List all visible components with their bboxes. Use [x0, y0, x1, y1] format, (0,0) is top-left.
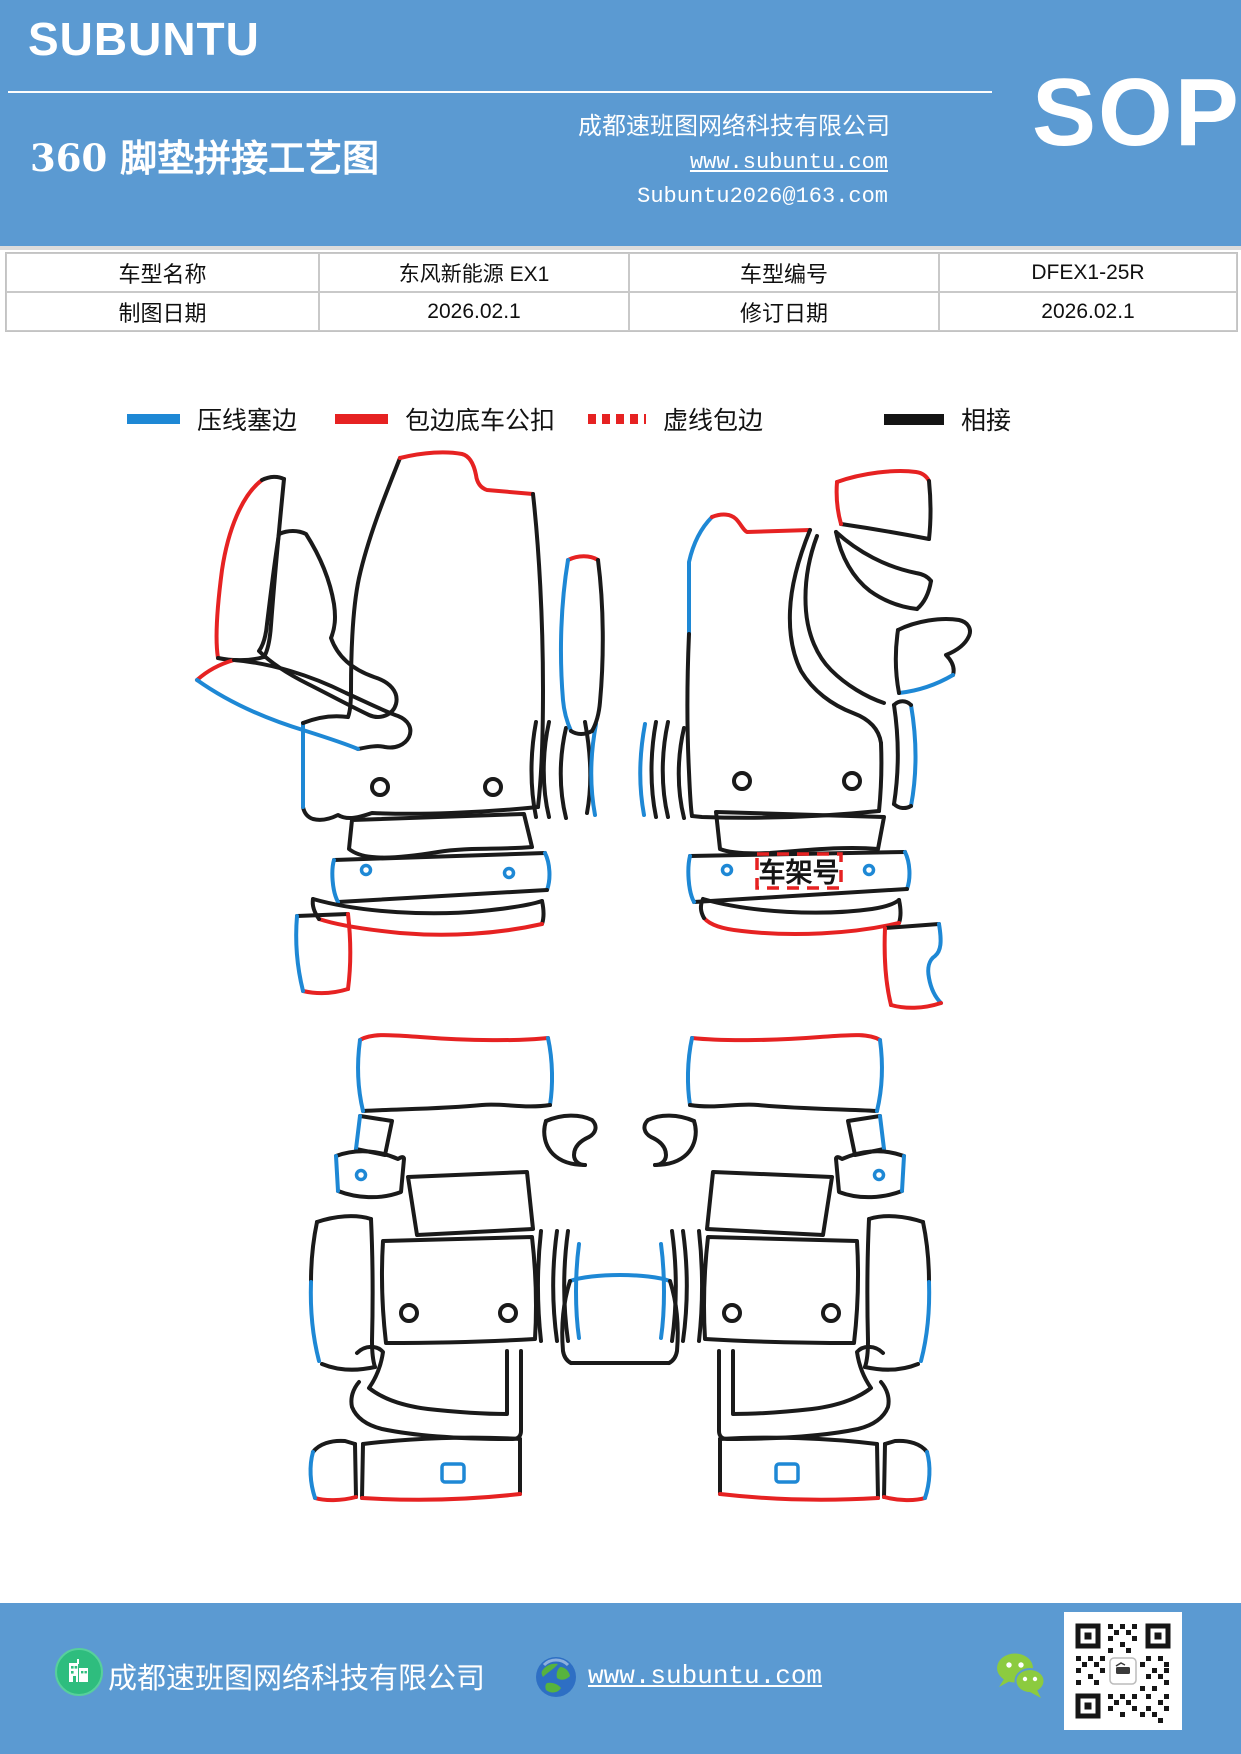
legend-item-red: 包边底车公扣 — [335, 398, 555, 440]
globe-icon — [536, 1657, 576, 1697]
draw-date-value: 2026.02.1 — [319, 292, 629, 331]
front-mat-left-set — [195, 450, 605, 996]
qr-code — [1064, 1612, 1182, 1730]
red-line-swatch — [335, 414, 388, 424]
legend-item-dotted: 虚线包边 — [588, 398, 763, 440]
blue-line-swatch — [127, 414, 180, 424]
red-dotted-swatch — [588, 414, 646, 424]
revise-date-label: 修订日期 — [629, 292, 939, 331]
front-mat-right-set: 车架号 — [638, 469, 972, 1010]
draw-date-label: 制图日期 — [6, 292, 319, 331]
legend-label: 压线塞边 — [197, 407, 298, 435]
footer-band: 成都速班图网络科技有限公司 www.subuntu.com — [0, 1603, 1241, 1754]
model-name-value: 东风新能源 EX1 — [319, 253, 629, 292]
header-email: Subuntu2026@163.com — [637, 184, 888, 209]
building-icon — [55, 1648, 103, 1696]
brand-logo: SUBUNTU — [28, 13, 260, 65]
header-divider — [8, 91, 992, 93]
band-shadow — [0, 246, 1241, 250]
rear-mat-set — [308, 1033, 932, 1503]
legend: 压线塞边 包边底车公扣 虚线包边 相接 — [0, 398, 1241, 440]
wechat-icon — [997, 1653, 1046, 1698]
legend-item-blue: 压线塞边 — [127, 398, 297, 440]
header-company-name: 成都速班图网络科技有限公司 — [578, 112, 890, 140]
footer-company-name: 成都速班图网络科技有限公司 — [108, 1661, 486, 1695]
vehicle-info-table: 车型名称 东风新能源 EX1 车型编号 DFEX1-25R 制图日期 2026.… — [5, 252, 1238, 332]
model-name-label: 车型名称 — [6, 253, 319, 292]
legend-label: 包边底车公扣 — [405, 407, 556, 435]
model-code-label: 车型编号 — [629, 253, 939, 292]
model-code-value: DFEX1-25R — [939, 253, 1237, 292]
header-website-link[interactable]: www.subuntu.com — [689, 150, 888, 175]
vin-dashed-frame — [755, 852, 843, 890]
legend-label: 相接 — [961, 407, 1012, 435]
sop-badge: SOP — [1032, 59, 1241, 166]
black-line-swatch — [884, 413, 944, 425]
legend-item-black: 相接 — [884, 398, 1011, 440]
legend-label: 虚线包边 — [663, 407, 764, 435]
revise-date-value: 2026.02.1 — [939, 292, 1237, 331]
page-title: 360 脚垫拼接工艺图 — [30, 136, 380, 180]
vin-plate-label: 车架号 — [759, 857, 840, 888]
mat-pattern-diagram: 车架号 — [195, 450, 972, 1503]
header-band: SUBUNTU 360 脚垫拼接工艺图 成都速班图网络科技有限公司 www.su… — [0, 0, 1241, 246]
footer-website-link[interactable]: www.subuntu.com — [588, 1661, 823, 1691]
